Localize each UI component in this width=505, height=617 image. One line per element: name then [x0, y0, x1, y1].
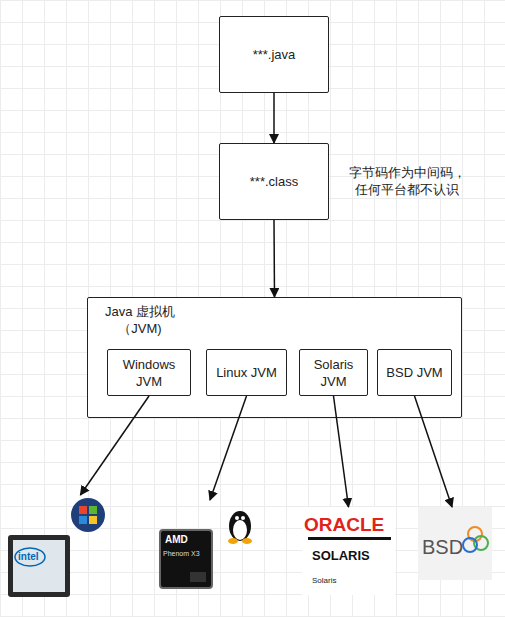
arrow-connector [334, 396, 349, 507]
bsd-platform: BSD [418, 507, 492, 580]
note-text: 字节码作为中间码， 任何平台都不认识 [334, 165, 480, 199]
bytecode-file-box: ***.class [219, 143, 329, 220]
intel-swoosh [15, 548, 45, 566]
logo-text: Phenom X3 [163, 550, 200, 557]
windows-flag [89, 516, 97, 524]
windows-flag [79, 506, 87, 514]
tux-foot [228, 538, 238, 544]
box-label: Solaris JVM [302, 356, 366, 390]
windows-flag [89, 506, 97, 514]
arrow-connector [210, 396, 247, 500]
jvm-box: Linux JVM [206, 349, 287, 396]
amd-chip-mark [190, 572, 206, 582]
logo-text: intel [18, 552, 39, 562]
tux-eye [241, 516, 245, 520]
oracle-logo-bg [302, 507, 395, 595]
amd-platform: AMD Phenom X3 [155, 500, 265, 590]
intel-chip [8, 535, 70, 597]
arrow-connector [80, 396, 149, 495]
intel-chip-face [13, 540, 65, 592]
source-file-box: ***.java [219, 16, 329, 93]
box-label: ***.class [250, 173, 298, 190]
box-label: Windows JVM [117, 356, 181, 390]
amd-chip [160, 530, 212, 588]
logo-text: BSD [422, 537, 463, 557]
intel-platform: intel [0, 495, 120, 605]
box-label: Linux JVM [215, 364, 279, 381]
arrow-connector [273, 93, 275, 143]
jvm-container: Java 虚拟机 （JVM) Windows JVM Linux JVM Solari… [87, 297, 462, 418]
windows-logo [71, 498, 105, 532]
logo-text: ORACLE [304, 515, 384, 534]
jvm-box: BSD JVM [377, 349, 452, 396]
logo-text: AMD [165, 535, 188, 545]
logo-text: Solaris [312, 577, 336, 585]
tux-foot [242, 538, 252, 544]
tux-belly [233, 520, 247, 540]
logo-text: SOLARIS [312, 549, 370, 562]
container-title: Java 虚拟机 （JVM) [92, 303, 188, 337]
tux-body [229, 511, 251, 541]
box-label: BSD JVM [383, 364, 447, 381]
jvm-box: Solaris JVM [299, 349, 368, 396]
arrow-connector [415, 396, 453, 507]
windows-flag [79, 516, 87, 524]
tux-eye [235, 516, 239, 520]
bsd-logo-bg [418, 507, 492, 580]
jvm-box: Windows JVM [107, 349, 191, 396]
arrow-connector [273, 220, 275, 297]
box-label: ***.java [253, 46, 296, 63]
solaris-platform: ORACLE SOLARIS Solaris [302, 507, 395, 595]
bsd-ring [463, 538, 477, 552]
oracle-bar [308, 537, 391, 540]
